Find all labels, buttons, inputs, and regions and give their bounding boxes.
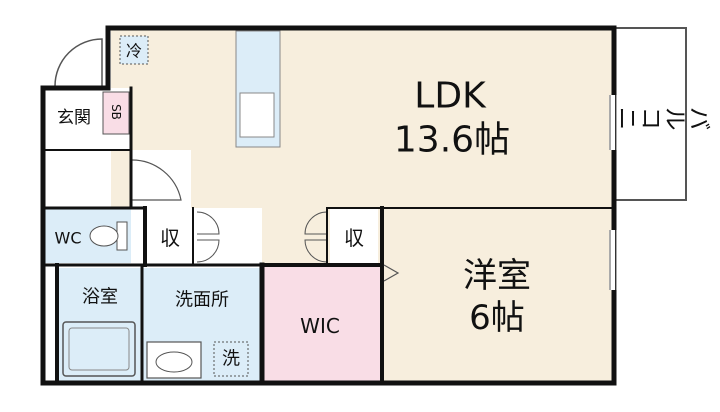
balcony-area (613, 27, 687, 201)
western-room-floor (382, 205, 614, 383)
balcony-window-line-2 (609, 230, 617, 290)
entrance-door-swing (54, 38, 103, 87)
shoebox-area (102, 91, 130, 135)
wash-basin-bowl (155, 351, 193, 373)
entrance-label: 玄関 (57, 108, 91, 128)
balcony-window-line-1 (609, 95, 617, 150)
washroom-label: 洗面所 (175, 290, 229, 311)
bathtub (62, 321, 136, 377)
storage-right-floor (330, 208, 378, 264)
shoebox-label: SB (109, 104, 123, 120)
storage-right-label: 収 (344, 226, 364, 250)
washer-label: 洗 (222, 349, 240, 370)
ldk-name: LDK (414, 76, 487, 117)
storage-left-label: 収 (160, 226, 180, 250)
storage-left-floor (148, 208, 193, 264)
bathtub-inner (68, 327, 130, 371)
hall-door-swing (130, 159, 182, 201)
hall-floor (131, 150, 191, 208)
wc-label: WC (55, 229, 82, 248)
western-door-arrow (383, 264, 400, 282)
ldk-floor (111, 28, 614, 208)
toilet-bowl-icon (89, 225, 119, 247)
ldk-size: 13.6帖 (394, 120, 510, 161)
storage-left-door-swing (196, 211, 220, 263)
wic-label: WIC (300, 314, 340, 338)
washer-box (213, 341, 249, 377)
storage-right-door-swing (304, 211, 328, 263)
bath-label: 浴室 (82, 287, 118, 308)
western-room-name: 洋室 (463, 256, 531, 296)
fridge-box (119, 35, 149, 65)
wic-floor (262, 265, 382, 383)
walls (40, 25, 617, 386)
fridge-label: 冷 (126, 42, 142, 61)
kitchen-sink (239, 92, 275, 138)
western-room-size: 6帖 (469, 298, 525, 338)
